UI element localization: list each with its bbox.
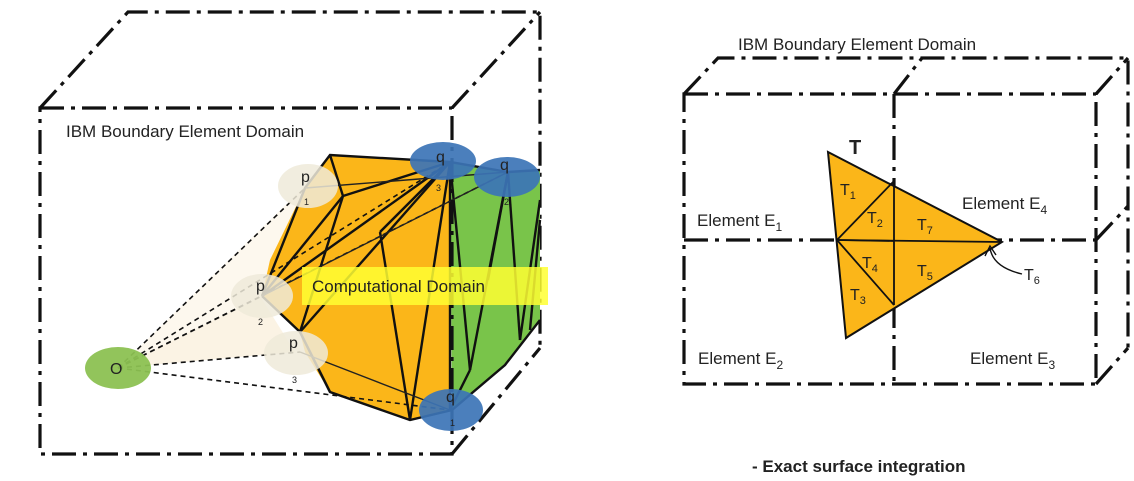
p-node-1: p 1 <box>278 164 338 208</box>
p3-index: 3 <box>292 375 297 385</box>
q1-letter: q <box>446 389 455 406</box>
q3-index: 3 <box>436 183 441 193</box>
triangle-T <box>826 150 1005 340</box>
p1-index: 1 <box>304 197 309 207</box>
T2-label: T2 <box>867 210 883 230</box>
left-title: IBM Boundary Element Domain <box>66 122 304 141</box>
p2-index: 2 <box>258 317 263 327</box>
T5-label: T5 <box>917 263 933 283</box>
T6-arrowhead <box>984 244 997 257</box>
right-panel: IBM Boundary Element Domain T Element E1… <box>682 35 1130 476</box>
right-box-bottom-edge <box>1094 346 1130 386</box>
right-box-back-edges <box>682 56 1130 348</box>
p2-letter: p <box>256 278 265 295</box>
left-panel: IBM Boundary Element Domain Computationa… <box>38 10 548 456</box>
p-node-2: p 2 <box>231 274 293 327</box>
p1-letter: p <box>301 169 310 186</box>
p-node-3: p 3 <box>264 331 328 385</box>
left-box-back-edges <box>38 10 542 348</box>
T6-pointer-arrow <box>989 247 1023 275</box>
element-E2-label: Element E2 <box>698 349 783 372</box>
left-box-top-right-edge <box>450 10 542 110</box>
origin-node <box>85 347 151 389</box>
T3-label: T3 <box>850 287 866 307</box>
T7-label: T7 <box>917 217 933 237</box>
right-box-right-top-edge <box>1094 56 1130 96</box>
right-box-right-mid-edge <box>1094 204 1130 242</box>
element-E1-label: Element E1 <box>697 211 782 234</box>
q-node-1: q 1 <box>419 389 483 431</box>
right-box-mid-top-edge <box>892 57 924 95</box>
q-node-3: q 3 <box>410 142 476 193</box>
T1-label: T1 <box>840 182 856 202</box>
computational-domain-highlight <box>302 267 548 305</box>
q3-letter: q <box>436 149 445 166</box>
q-node-2: q 2 <box>474 157 540 207</box>
element-E3-label: Element E3 <box>970 349 1055 372</box>
subtriangle-edges <box>836 180 1003 306</box>
T4-label: T4 <box>862 255 878 275</box>
origin-label: O <box>110 361 122 378</box>
left-box-bottom-right-edge <box>450 346 542 456</box>
triangle-label: T <box>849 137 861 159</box>
T6-label: T6 <box>1024 267 1040 287</box>
q1-index: 1 <box>450 418 455 428</box>
p3-letter: p <box>289 335 298 352</box>
right-title: IBM Boundary Element Domain <box>738 35 976 54</box>
computational-domain-label: Computational Domain <box>312 277 485 296</box>
q2-index: 2 <box>504 197 509 207</box>
element-E4-label: Element E4 <box>962 194 1047 217</box>
caption: - Exact surface integration <box>752 457 966 476</box>
q2-letter: q <box>500 157 509 174</box>
